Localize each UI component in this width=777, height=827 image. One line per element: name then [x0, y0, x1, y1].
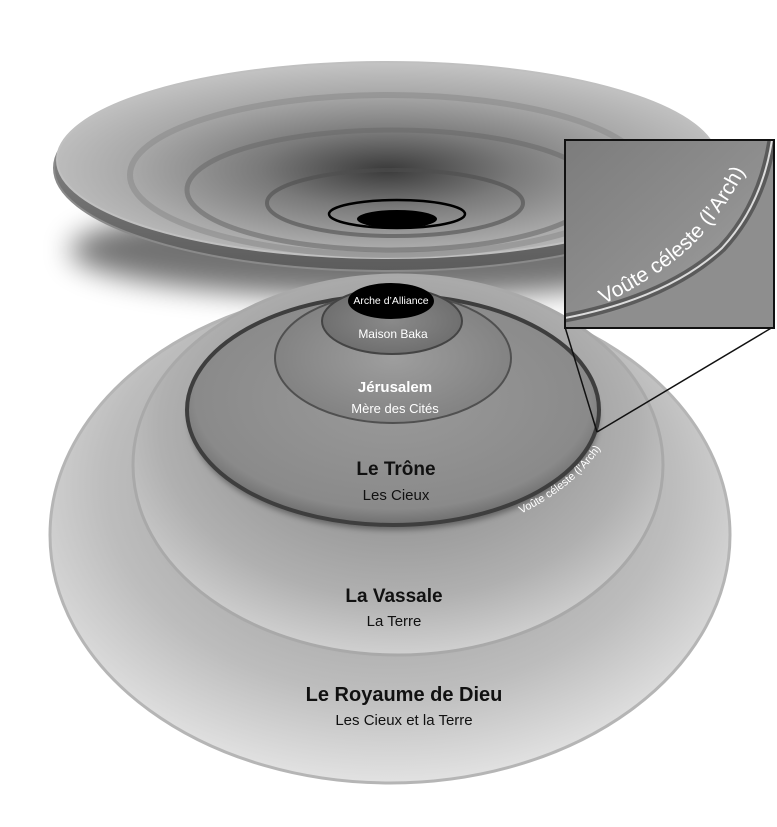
zoom-connector-bottom	[564, 326, 598, 433]
zoom-connector-top	[596, 326, 774, 433]
baka-label: Maison Baka	[358, 327, 428, 341]
vassal-title: La Vassale	[345, 586, 442, 607]
vassal-subtitle: La Terre	[367, 613, 422, 630]
jerusalem-subtitle: Mère des Cités	[351, 401, 439, 416]
jerusalem-title: Jérusalem	[358, 379, 432, 396]
upper-disc	[53, 61, 721, 298]
kingdom-subtitle: Les Cieux et la Terre	[335, 712, 472, 729]
ark-core	[348, 283, 434, 319]
ark-label: Arche d’Alliance	[353, 295, 428, 307]
zoom-box: Voûte céleste (l’Arch)	[564, 139, 775, 329]
throne-subtitle: Les Cieux	[363, 487, 430, 504]
throne-title: Le Trône	[356, 459, 435, 480]
kingdom-title: Le Royaume de Dieu	[306, 684, 503, 706]
